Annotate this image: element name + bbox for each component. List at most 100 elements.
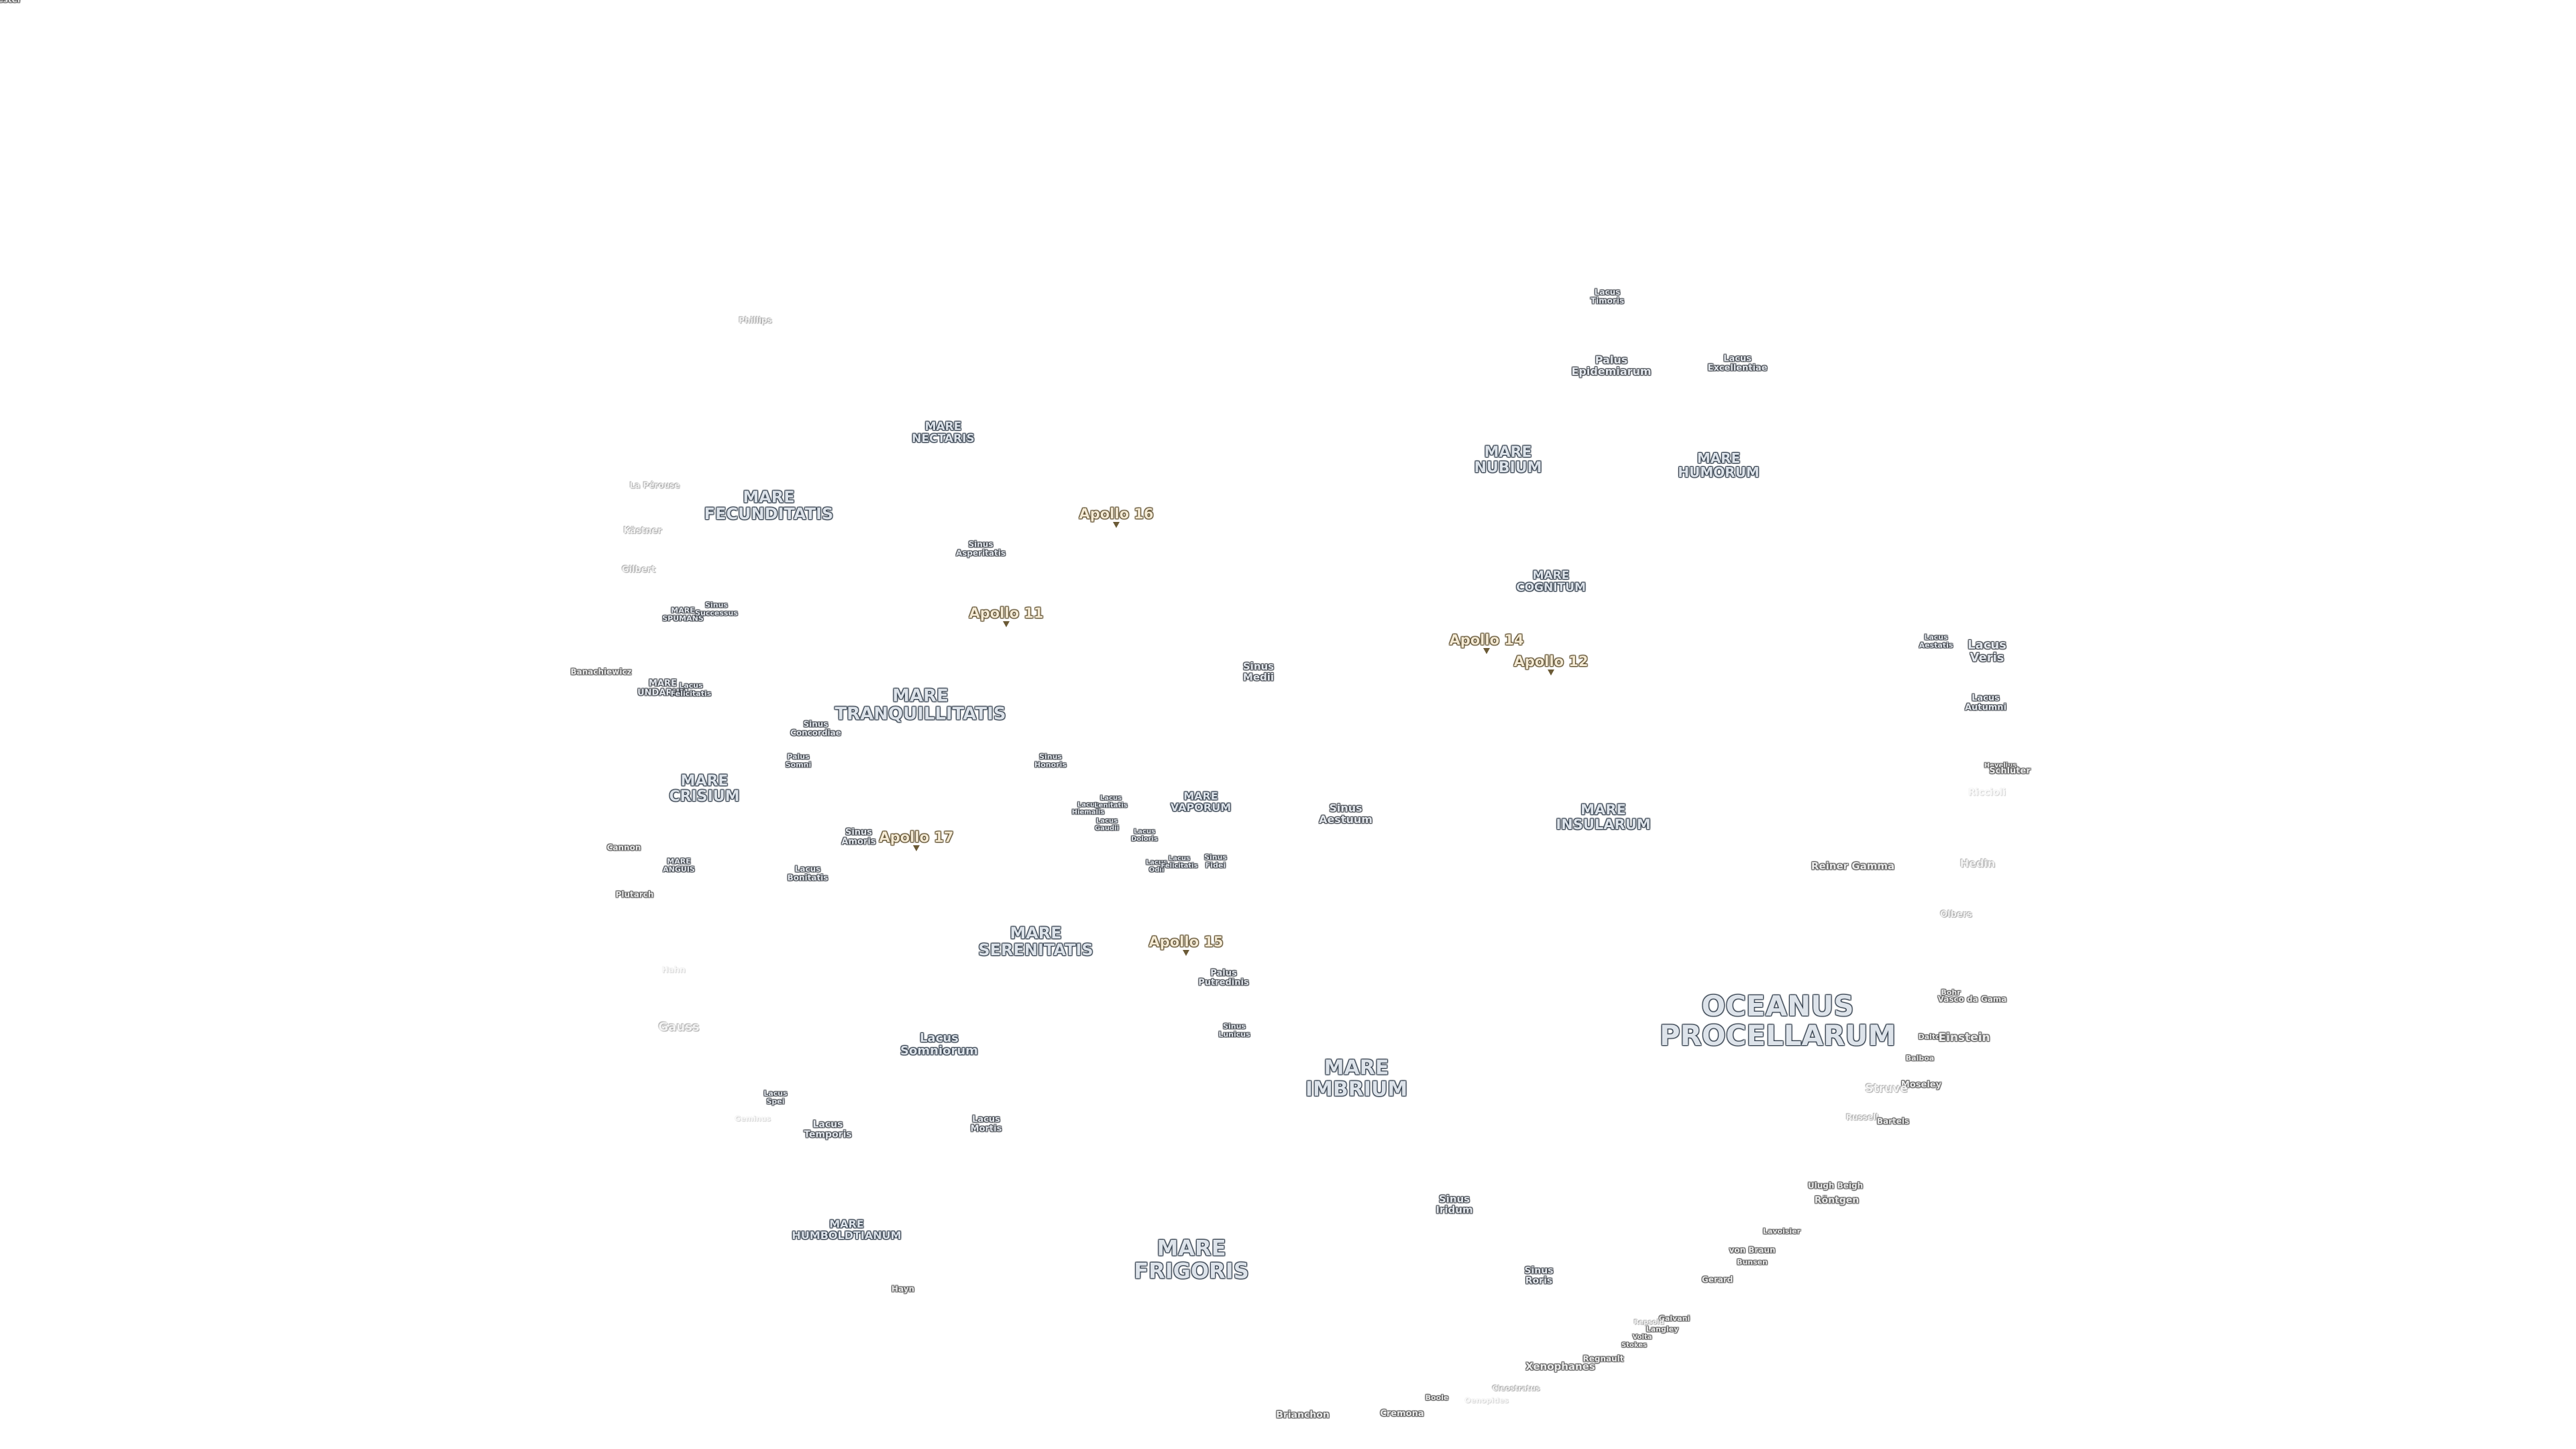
- crater-label-gerard: Gerard: [1701, 1275, 1733, 1285]
- feature-label-lacus-somniorum: Lacus Somniorum: [900, 1031, 978, 1058]
- feature-label-mare-anguis: MARE ANGUIS: [663, 857, 695, 873]
- feature-label-mare-fecunditatis: MARE FECUNDITATIS: [704, 487, 834, 523]
- feature-label-mare-tranquillitatis: MARE TRANQUILLITATIS: [835, 686, 1006, 724]
- crater-label-repsold: Repsold: [1633, 1318, 1664, 1326]
- crater-label-hevelius: Hevelius: [1984, 761, 2017, 769]
- feature-label-palus-epidemiarum: Palus Epidemiarum: [1571, 354, 1652, 378]
- landing-site-apollo-16: Apollo 16: [1079, 505, 1154, 522]
- crater-label-regnault: Regnault: [1582, 1354, 1624, 1364]
- crater-label-röntgen: Röntgen: [1814, 1195, 1860, 1206]
- crater-label-geminus: Geminus: [735, 1114, 771, 1124]
- crater-label-gilbert: Gilbert: [621, 565, 656, 576]
- crater-label-bartels: Bartels: [1876, 1116, 1910, 1126]
- crater-label-gauss: Gauss: [658, 1020, 700, 1034]
- crater-label-hedin: Hedin: [1960, 857, 1996, 870]
- feature-label-lacus-mortis: Lacus Mortis: [970, 1114, 1002, 1134]
- feature-label-lacus-autumni: Lacus Autumni: [1964, 693, 2007, 712]
- feature-label-lacus-veris: Lacus Veris: [1968, 638, 2006, 665]
- feature-label-lacus-bonitatis: Lacus Bonitatis: [787, 864, 828, 882]
- crater-label-sylvester: Sylvester: [0, 0, 21, 4]
- feature-label-mare-nectaris: MARE NECTARIS: [912, 420, 975, 445]
- crater-label-phillips: Phillips: [739, 315, 772, 325]
- feature-label-sinus-concordiae: Sinus Concordiae: [790, 719, 841, 737]
- feature-label-mare-cognitum: MARE COGNITUM: [1516, 569, 1586, 594]
- crater-label-cleostratus: Cleostratus: [1492, 1384, 1540, 1393]
- crater-label-kästner: Kästner: [623, 526, 662, 537]
- feature-label-lacus-aestatis: Lacus Aestatis: [1919, 633, 1953, 649]
- feature-label-sinus-aestuum: Sinus Aestuum: [1319, 802, 1373, 826]
- crater-label-moseley: Moseley: [1900, 1080, 1942, 1091]
- crater-label-galvani: Galvani: [1658, 1314, 1690, 1324]
- feature-label-sinus-roris: Sinus Roris: [1524, 1265, 1554, 1286]
- feature-label-mare-spumans: MARE SPUMANS: [662, 606, 704, 623]
- crater-label-la-pérouse: La Pérouse: [629, 480, 680, 490]
- crater-label-riccioli: Riccioli: [1968, 787, 2006, 798]
- feature-label-sinus-iridum: Sinus Iridum: [1436, 1193, 1473, 1216]
- feature-label-lacus-lenitatis: Lacus Lenitatis: [1094, 794, 1128, 809]
- crater-label-dalton: Dalton: [1918, 1032, 1946, 1042]
- feature-label-mare-crisium: MARE CRISIUM: [669, 772, 740, 805]
- landing-site-apollo-12: Apollo 12: [1513, 653, 1589, 669]
- crater-label-oenopides: Oenopides: [1464, 1396, 1509, 1405]
- landing-site-apollo-11: Apollo 11: [969, 604, 1044, 621]
- feature-label-lacus-timoris: Lacus Timoris: [1590, 287, 1625, 305]
- crater-label-hayn: Hayn: [891, 1284, 915, 1294]
- feature-label-lacus-odii: Lacus Odii: [1145, 859, 1168, 873]
- feature-label-oceanus-procellarum: OCEANUS PROCELLARUM: [1659, 989, 1896, 1052]
- feature-label-mare-insularum: MARE INSULARUM: [1556, 801, 1651, 833]
- feature-label-lacus-gaudii: Lacus Gaudii: [1094, 817, 1120, 832]
- crater-label-balboa: Balboa: [1905, 1054, 1935, 1063]
- crater-label-langley: Langley: [1646, 1325, 1679, 1334]
- feature-label-lacus-excellentiae: Lacus Excellentiae: [1707, 354, 1768, 373]
- crater-label-hahn: Hahn: [661, 965, 686, 975]
- feature-label-lacus-temporis: Lacus Temporis: [804, 1119, 852, 1140]
- feature-label-mare-nubium: MARE NUBIUM: [1474, 443, 1542, 476]
- crater-label-xenophanes: Xenophanes: [1525, 1360, 1595, 1373]
- feature-label-mare-undarum: MARE UNDARUM: [637, 678, 688, 698]
- crater-label-cannon: Cannon: [606, 843, 641, 853]
- crater-label-plutarch: Plutarch: [615, 890, 654, 900]
- crater-label-einstein: Einstein: [1938, 1031, 1990, 1045]
- feature-label-lacus-hiemalis: Lacus Hiemalis: [1071, 801, 1105, 816]
- feature-label-palus-somni: Palus Somni: [785, 752, 812, 769]
- feature-label-lacus-felicitatis: Lacus Felicitatis: [1161, 855, 1198, 869]
- feature-label-sinus-honoris: Sinus Honoris: [1034, 752, 1067, 769]
- feature-label-sinus-amoris: Sinus Amoris: [841, 827, 876, 847]
- crater-label-bunsen: Bunsen: [1737, 1258, 1768, 1267]
- crater-label-stokes: Stokes: [1621, 1341, 1647, 1349]
- landing-marker-icon: [1003, 621, 1010, 627]
- feature-label-sinus-medii: Sinus Medii: [1242, 660, 1275, 683]
- feature-label-sinus-fidei: Sinus Fidei: [1204, 853, 1227, 869]
- crater-label-olbers: Olbers: [1940, 910, 1972, 920]
- feature-label-palus-putredinis: Palus Putredinis: [1198, 968, 1249, 987]
- feature-label-mare-humorum: MARE HUMORUM: [1678, 450, 1760, 480]
- landing-marker-icon: [1548, 669, 1554, 676]
- feature-label-sinus-successus: Sinus Successus: [695, 600, 738, 617]
- landing-site-apollo-14: Apollo 14: [1449, 631, 1524, 648]
- landing-marker-icon: [1113, 522, 1120, 528]
- crater-label-cremona: Cremona: [1380, 1409, 1424, 1419]
- feature-label-lacus-doloris: Lacus Doloris: [1131, 828, 1158, 843]
- feature-label-lacus-felicitatis: Lacus Felicitatis: [670, 681, 712, 698]
- crater-label-volta: Volta: [1632, 1333, 1652, 1341]
- crater-label-schlüter: Schlüter: [1989, 766, 2031, 777]
- crater-label-reiner-gamma: Reiner Gamma: [1811, 860, 1895, 873]
- crater-label-russell: Russell: [1845, 1112, 1879, 1122]
- crater-label-banachiewicz: Banachiewicz: [570, 667, 632, 677]
- feature-label-mare-imbrium: MARE IMBRIUM: [1305, 1056, 1408, 1101]
- feature-label-mare-serenitatis: MARE SERENITATIS: [978, 923, 1093, 959]
- crater-label-vasco-da-gama: Vasco da Gama: [1937, 994, 2007, 1004]
- crater-label-struve: Struve: [1865, 1082, 1908, 1096]
- landing-site-apollo-17: Apollo 17: [879, 828, 954, 845]
- crater-label-bohr: Bohr: [1941, 988, 1961, 998]
- landing-marker-icon: [1183, 950, 1189, 956]
- feature-label-mare-humboldtianum: MARE HUMBOLDTIANUM: [792, 1218, 902, 1242]
- crater-label-von-braun: von Braun: [1729, 1245, 1776, 1255]
- feature-label-sinus-asperitatis: Sinus Asperitatis: [955, 539, 1006, 557]
- landing-marker-icon: [1483, 648, 1490, 654]
- landing-marker-icon: [913, 845, 920, 851]
- crater-label-ulugh-beigh: Ulugh Beigh: [1807, 1181, 1864, 1191]
- crater-label-brianchon: Brianchon: [1276, 1409, 1330, 1421]
- crater-label-boole: Boole: [1425, 1393, 1449, 1403]
